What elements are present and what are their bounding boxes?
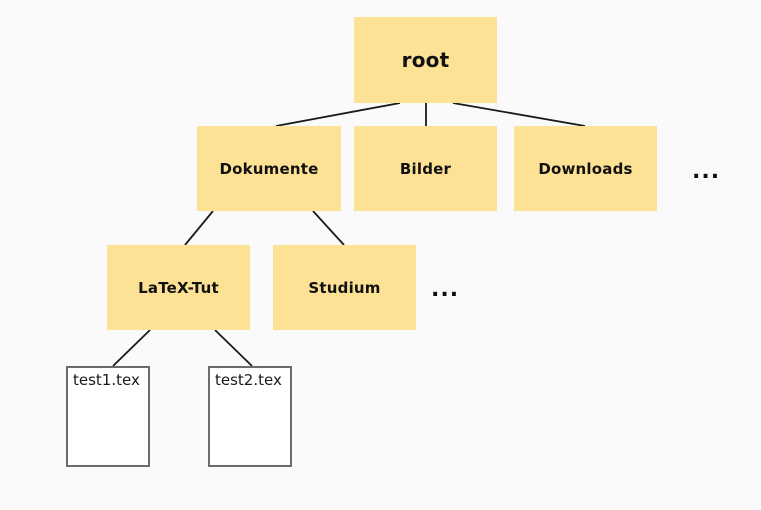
edge-dokumente-to-studium [312, 210, 345, 246]
edge-latex_tut-to-test2 [214, 329, 253, 367]
edge-latex_tut-to-test1 [112, 329, 151, 367]
node-latex-tut-label: LaTeX-Tut [138, 278, 219, 297]
node-test2-tex-label: test2.tex [215, 371, 282, 389]
node-bilder-label: Bilder [399, 159, 452, 178]
edge-root-to-dokumente [275, 102, 401, 127]
node-dokumente-label: Dokumente [219, 159, 319, 178]
node-studium-label: Studium [308, 278, 381, 297]
node-root-label: root [401, 48, 450, 72]
node-test1-tex[interactable]: test1.tex [66, 366, 150, 467]
edge-root-to-downloads [452, 102, 586, 127]
node-studium[interactable]: Studium [273, 245, 416, 330]
node-downloads[interactable]: Downloads [514, 126, 657, 211]
edge-dokumente-to-latex_tut [184, 210, 214, 246]
node-test1-tex-label: test1.tex [73, 371, 140, 389]
ellipsis-level2: ... [431, 277, 460, 302]
node-test2-tex[interactable]: test2.tex [208, 366, 292, 467]
node-root[interactable]: root [354, 17, 497, 103]
node-dokumente[interactable]: Dokumente [197, 126, 341, 211]
ellipsis-level1: ... [692, 159, 721, 184]
node-downloads-label: Downloads [538, 159, 633, 178]
node-bilder[interactable]: Bilder [354, 126, 497, 211]
node-latex-tut[interactable]: LaTeX-Tut [107, 245, 250, 330]
